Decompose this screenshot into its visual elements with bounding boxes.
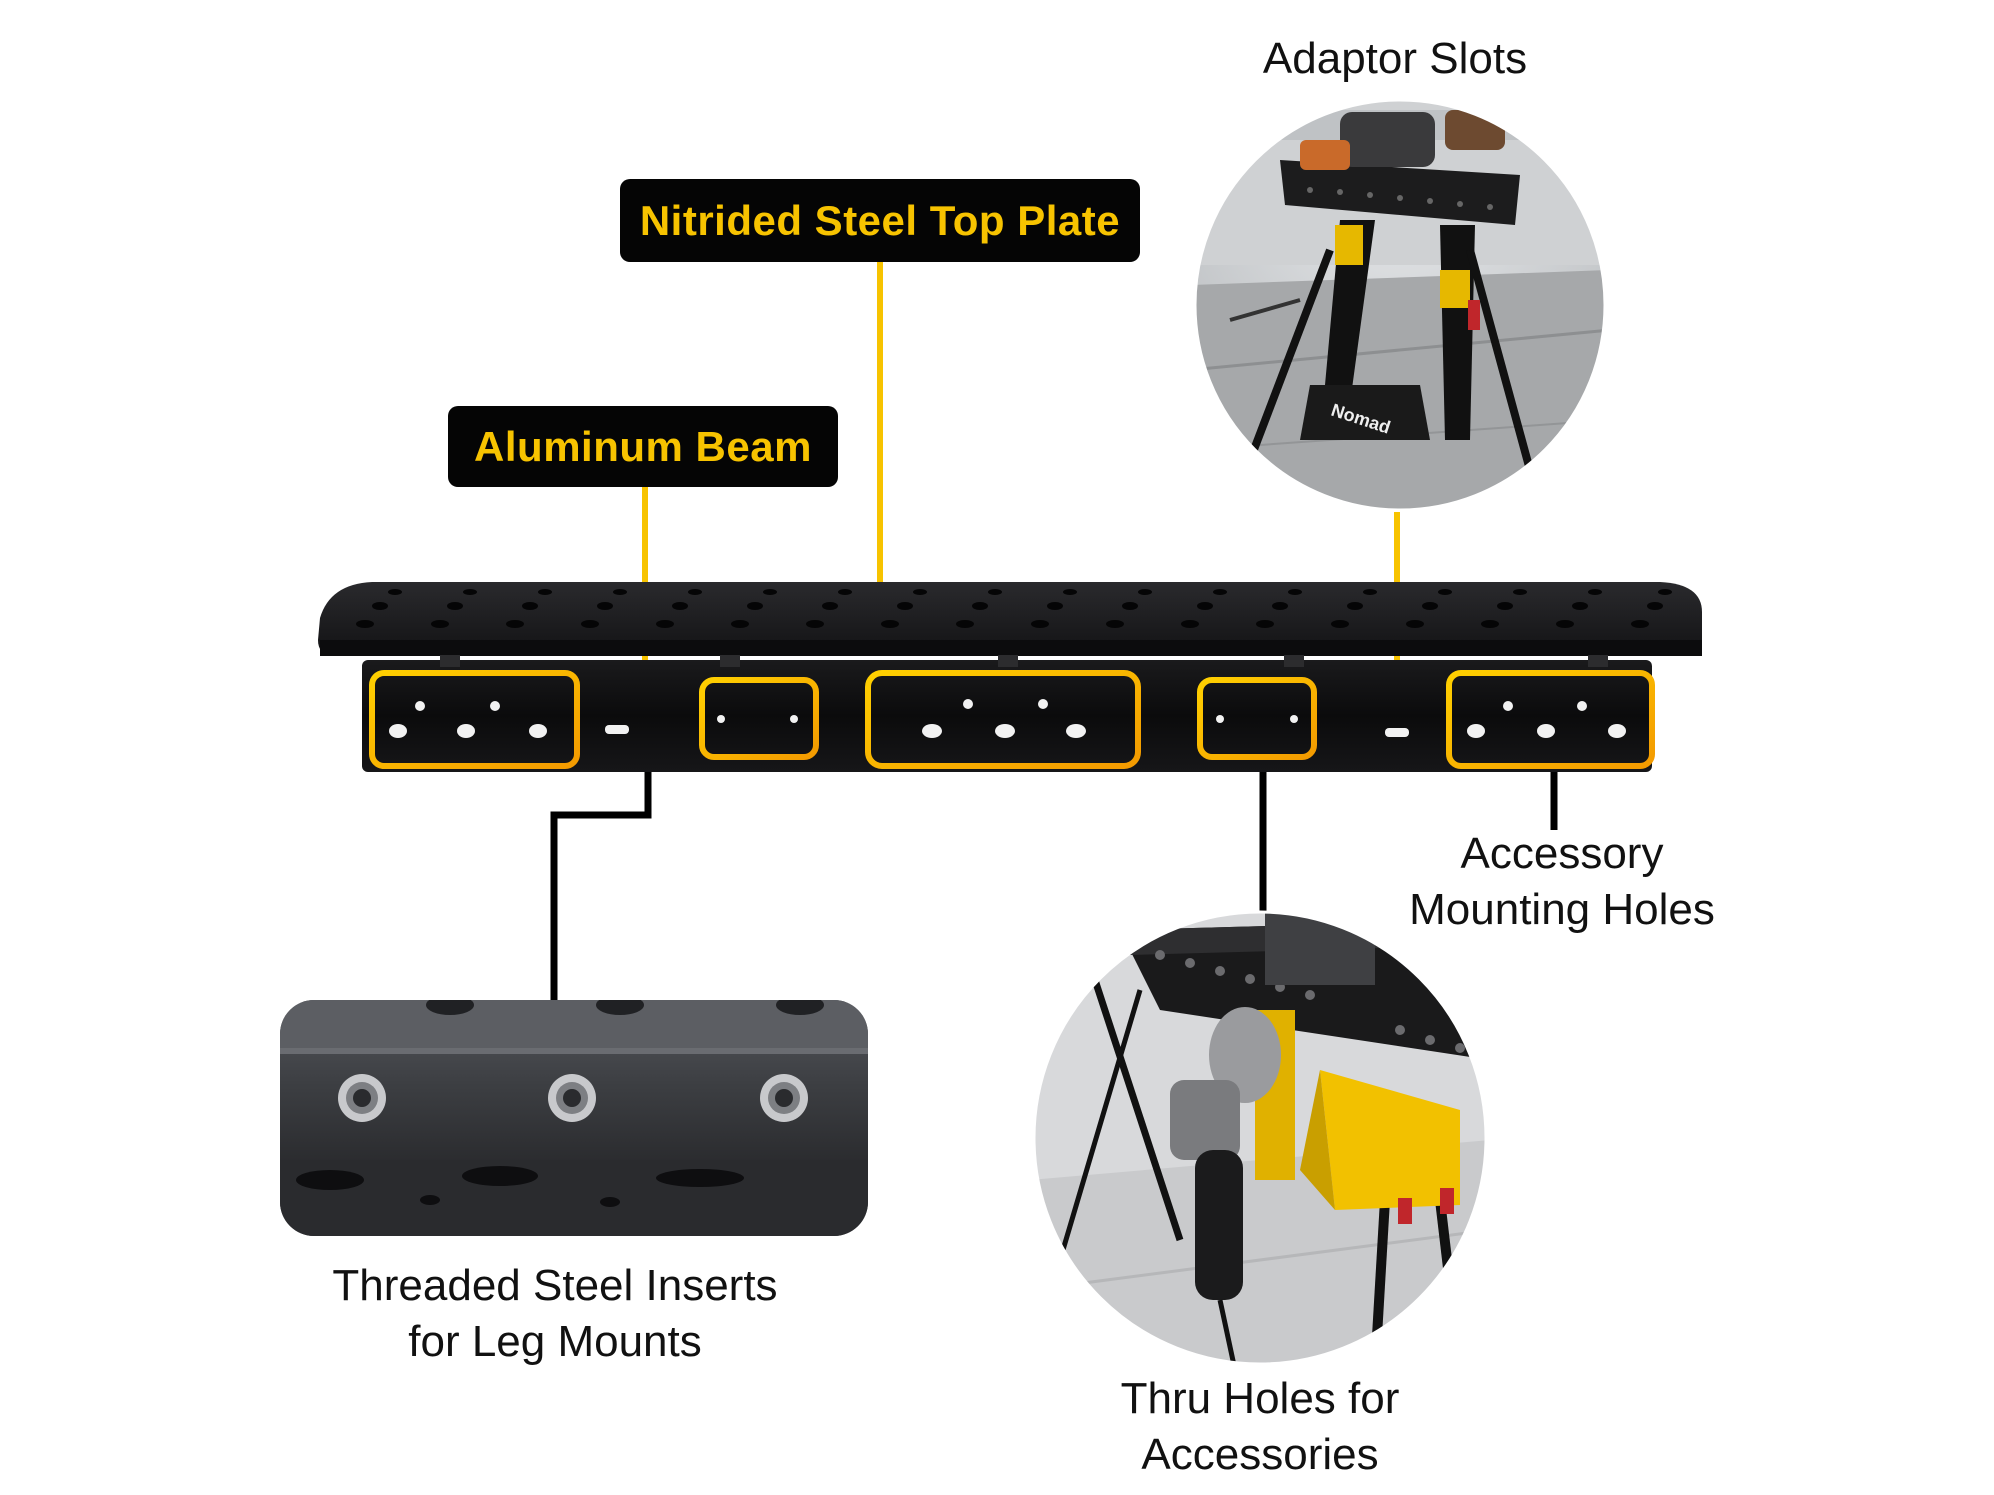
top-plate-callout-text: Nitrided Steel Top Plate	[639, 196, 1121, 244]
beam-holes	[389, 699, 1626, 738]
accessory-label-line2: Mounting Holes	[1409, 885, 1715, 934]
threaded-insert-3	[760, 1074, 808, 1122]
threaded-label-line1: Threaded Steel Inserts	[332, 1261, 777, 1310]
aluminum-beam-callout-text: Aluminum Beam	[474, 422, 812, 470]
plate-studs	[440, 655, 1608, 667]
top-plate	[318, 582, 1702, 656]
accessory-holes-box-center	[865, 670, 1141, 769]
highlight-boxes	[369, 670, 1655, 769]
accessory-holes-box-left	[369, 670, 580, 769]
adaptor-slots-photo: Nomad	[1195, 100, 1605, 510]
accessory-holes-box-right	[1446, 670, 1655, 769]
top-plate-callout: Nitrided Steel Top Plate	[620, 179, 1140, 262]
threaded-insert-2	[548, 1074, 596, 1122]
threaded-inserts-photo	[280, 1000, 868, 1236]
thru-holes-photo	[1034, 912, 1486, 1364]
aluminum-beam	[362, 660, 1652, 772]
accessory-label-line1: Accessory	[1461, 829, 1664, 878]
thru-holes-box-left	[699, 677, 819, 760]
threaded-leader	[550, 770, 652, 1002]
adaptor-slots-photo-frame	[1193, 98, 1607, 512]
aluminum-beam-callout: Aluminum Beam	[448, 406, 838, 487]
adaptor-slots-label: Adaptor Slots	[1263, 34, 1527, 83]
thru-holes-photo-frame	[1032, 910, 1488, 1366]
threaded-label-line2: for Leg Mounts	[408, 1317, 702, 1366]
plate-hole-grid	[356, 589, 1672, 628]
thru-holes-label-line1: Thru Holes for	[1121, 1374, 1400, 1423]
thru-holes-label-line2: Accessories	[1141, 1430, 1378, 1479]
thru-holes-box-right	[1197, 677, 1317, 760]
table-assembly	[318, 582, 1702, 772]
threaded-insert-1	[338, 1074, 386, 1122]
